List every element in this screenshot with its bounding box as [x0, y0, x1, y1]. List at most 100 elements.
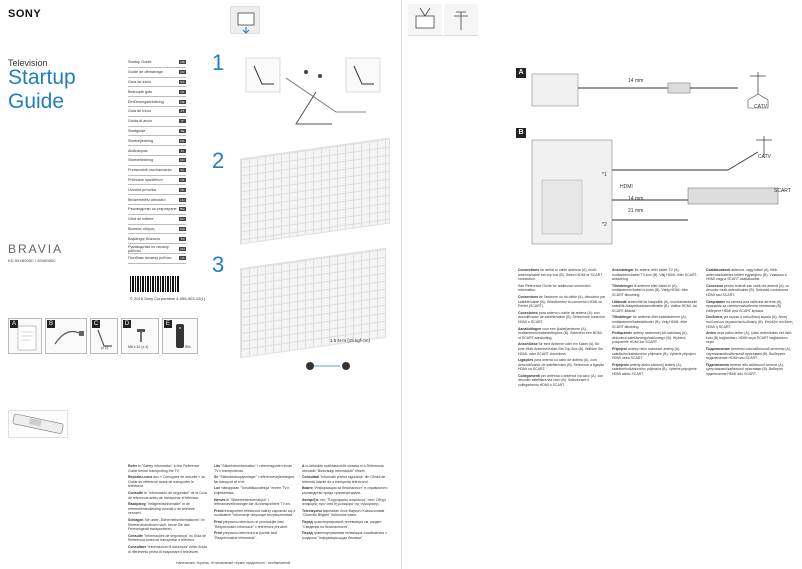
antenna-icon	[454, 11, 468, 30]
stand-assembly-drawing	[245, 57, 381, 125]
copyright: © 2015 Sony Corporation 4-555-903-12(1)	[130, 296, 206, 301]
paragraph-text: "Информация за безопасност" в справочнот…	[302, 486, 388, 495]
paragraph: Läs "Säkerhetsinformation" i referensgui…	[214, 464, 296, 473]
note-2: *2	[602, 222, 607, 228]
paragraph: Anslutningar för antenn eller kabel-TV (…	[612, 268, 700, 282]
paragraph: Raadpleeg "Veiligheidsinformatie" in de …	[128, 502, 208, 516]
model-numbers: KD-55X8005C / 49X8005C	[8, 258, 57, 263]
language-label: Startguide	[128, 128, 146, 133]
paragraph-text: transportem telewizora należy zapoznać s…	[214, 508, 296, 518]
paragraph: See Reference Guide for additional conne…	[518, 284, 606, 293]
section-a-label: A	[516, 68, 526, 78]
paragraph: Подключение антенны или кабельной антенн…	[706, 347, 796, 361]
left-page: SONY Television Startup Guide BRAVIA KD-…	[8, 6, 394, 565]
paragraph-head: Підключення	[706, 362, 729, 367]
paragraph-text: "Veiligheidsinformatie" in de referentie…	[128, 502, 195, 516]
connections-text-col3: Csatlakozások antenna- vagy kábel (A), t…	[706, 268, 796, 378]
paragraph-text: anteny naziemnej lub kablowej (A), dekod…	[612, 331, 688, 345]
paragraph-head: Anten	[706, 331, 716, 336]
right-header-icon-box-2	[444, 4, 478, 36]
c-qty: (x 2)	[101, 346, 108, 350]
diagram-b-settop-connection	[531, 136, 779, 245]
paragraph-text: for antenne eller kabelantenne (A), mult…	[612, 315, 688, 329]
label-d: D	[123, 320, 131, 328]
paragraph-text: veya kablo anten (A), çoklu anten/kablo …	[706, 331, 792, 345]
paragraph-text: για κεραία ή καλωδιακή κεραία (A), δέκτη…	[706, 315, 793, 329]
paragraph-text: til "Sikkerhetsinformasjon" i referansev…	[214, 497, 291, 507]
remote-battery-icon	[12, 413, 64, 434]
paragraph-head: Συνδέσεις	[706, 315, 723, 320]
paragraph-text: voor een (kabel)antenne (A), multiantenn…	[518, 326, 603, 340]
catv-label-b: CATV	[758, 154, 771, 160]
language-label: Aloitusopas	[128, 148, 148, 153]
paragraph: Συνδέσεις για κεραία ή καλωδιακή κεραία …	[706, 315, 796, 329]
paragraph: A tv-készülék szállítása előtt olvassa e…	[302, 464, 394, 473]
hdmi-label: HDMI	[620, 184, 633, 190]
language-label: Посібник початку роботи	[128, 256, 172, 261]
safety-text-col2: Läs "Säkerhetsinformation" i referensgui…	[214, 464, 296, 542]
language-label: Startveiledning	[128, 158, 154, 163]
guide-icon	[17, 325, 37, 351]
language-code: GR	[179, 226, 186, 231]
paragraph-head: Pripojenie	[612, 362, 629, 367]
placement-icon-box	[230, 6, 260, 34]
paragraph-text: "Informații privind siguranța" din Ghidu…	[302, 475, 386, 484]
paragraph-head: Consulte	[128, 490, 143, 495]
paragraph-text: antenna- vagy kábel (A), több antennás/k…	[706, 268, 787, 282]
paragraph-text: "Sikkerhedsoplysninger" i referencevejle…	[214, 475, 296, 484]
paragraph: Conexiones para antena o cable de antena…	[518, 311, 606, 325]
paragraph-head: Перед	[302, 519, 313, 524]
paragraph-head: Connexions	[518, 294, 539, 299]
remote-icon	[176, 324, 184, 348]
language-code: IT	[179, 119, 186, 124]
language-code: NO	[179, 158, 186, 163]
language-code: DE	[179, 99, 186, 104]
paragraph: Podłączenie anteny naziemnej lub kablowe…	[612, 331, 700, 345]
paragraph-text: "Informações de segurança" no Guia de Re…	[128, 533, 206, 543]
paragraph-text: "Säkerhetsinformation" i referensguiden …	[214, 464, 293, 473]
language-label: Úvodná príručka	[128, 187, 156, 192]
paragraph-head: Liitännät	[612, 299, 627, 304]
paragraph-head: Conexiones	[518, 310, 538, 315]
paragraph-text: στις "Πληροφορίες ασφάλειας" στον Οδηγό …	[302, 497, 387, 507]
cable-length-a: 14 mm	[628, 78, 644, 84]
paragraph-head: Henvis	[214, 497, 226, 502]
language-label: Guide de démarrage	[128, 70, 163, 75]
screw-icon	[137, 329, 145, 342]
right-header-icon-box	[408, 4, 442, 36]
paragraph: Перед транспортуванням телевізора ознайо…	[302, 531, 394, 540]
paragraph: Connections for aerial or cable antenna …	[518, 268, 606, 282]
paragraph: Schlagen Sie unter „Sicherheitsinformati…	[128, 518, 208, 532]
paragraph-text: antény alebo káblovej antény (A), sateli…	[612, 362, 697, 376]
paragraph-head: Anschlüsse	[518, 342, 538, 347]
paragraph: Refer to "Safety Information" in the Ref…	[128, 464, 208, 473]
language-label: Ghid de initiere	[128, 217, 154, 222]
right-page: A B 14 mm CATV HDMI SCART CATV 14 mm 21 …	[401, 0, 802, 569]
paragraph: Tilkoblinger for antenne eller kabelante…	[612, 315, 700, 329]
cable-length-b: 14 mm	[628, 196, 644, 202]
paragraph: Conexiuni pentru antenă sau cablu de ant…	[706, 284, 796, 298]
paragraph: Televizyonu taşımadan önce Başvuru Kılav…	[302, 509, 394, 518]
language-label: Guía de inicio	[128, 79, 152, 84]
paragraph-text: para antena ou cabo de antena (A), com d…	[518, 358, 604, 372]
paragraph-head: Läs	[214, 464, 221, 468]
accessory-c-stand: C (x 2)	[90, 318, 118, 354]
language-code: ES	[179, 79, 186, 84]
paragraph-head: Przed	[214, 508, 224, 513]
paragraph-text: for aerial or cable antenna (A), multi-a…	[518, 268, 603, 282]
paragraph-head: Reportez-vous	[128, 475, 153, 480]
step1-illustration	[236, 52, 386, 138]
safety-text-col1: Refer to "Safety Information" in the Ref…	[128, 464, 208, 556]
paragraph-head: Перед	[302, 531, 313, 536]
paragraph-text: to "Safety Information" in the Reference…	[128, 464, 200, 473]
language-label: Guida di avvio	[128, 119, 153, 124]
paragraph-text: tv-készülék szállítása előtt olvassa el …	[302, 464, 384, 473]
language-label: Başlangıç Kılavuzu	[128, 236, 161, 241]
paragraph-text: pentru antenă sau cablu de antenă (A), c…	[706, 283, 790, 297]
